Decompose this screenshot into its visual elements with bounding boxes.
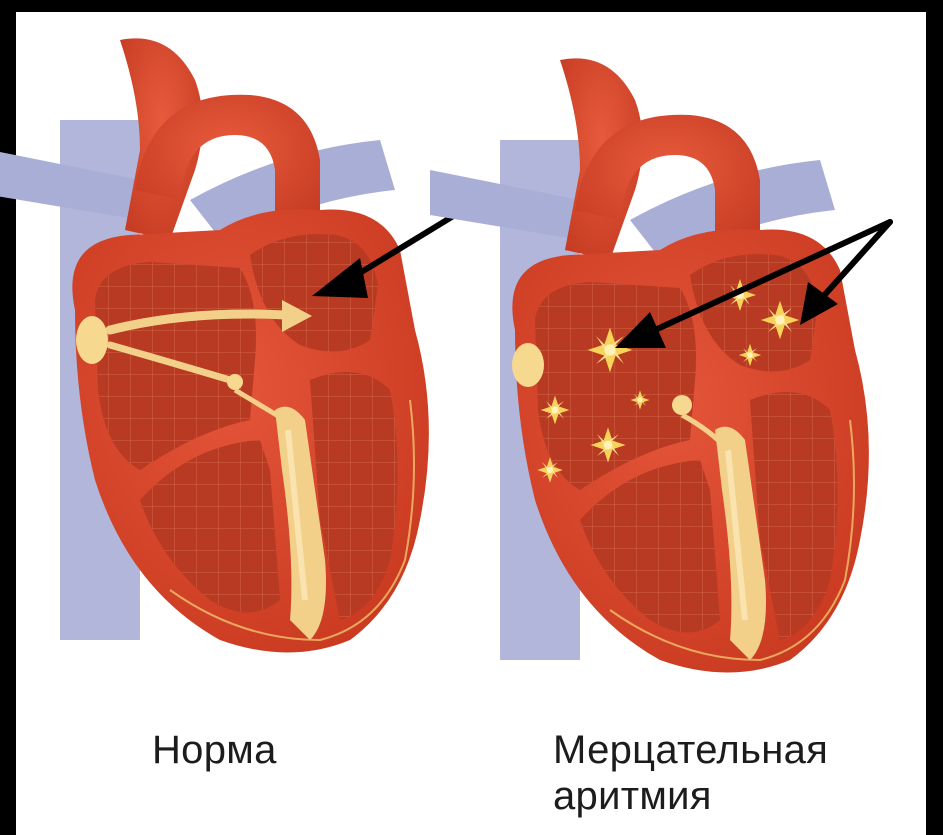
av-node-icon (227, 374, 243, 390)
sinoatrial-node-icon (512, 343, 544, 387)
av-node-icon (672, 395, 692, 415)
caption-afib-line1: Мерцательная (553, 727, 913, 773)
caption-normal: Норма (152, 727, 277, 773)
caption-afib-line2: аритмия (553, 773, 913, 819)
heart-normal (0, 38, 429, 652)
sinoatrial-node-icon (76, 316, 108, 364)
caption-atrial-fibrillation: Мерцательная аритмия (553, 727, 913, 819)
heart-fibrillation (430, 58, 869, 672)
